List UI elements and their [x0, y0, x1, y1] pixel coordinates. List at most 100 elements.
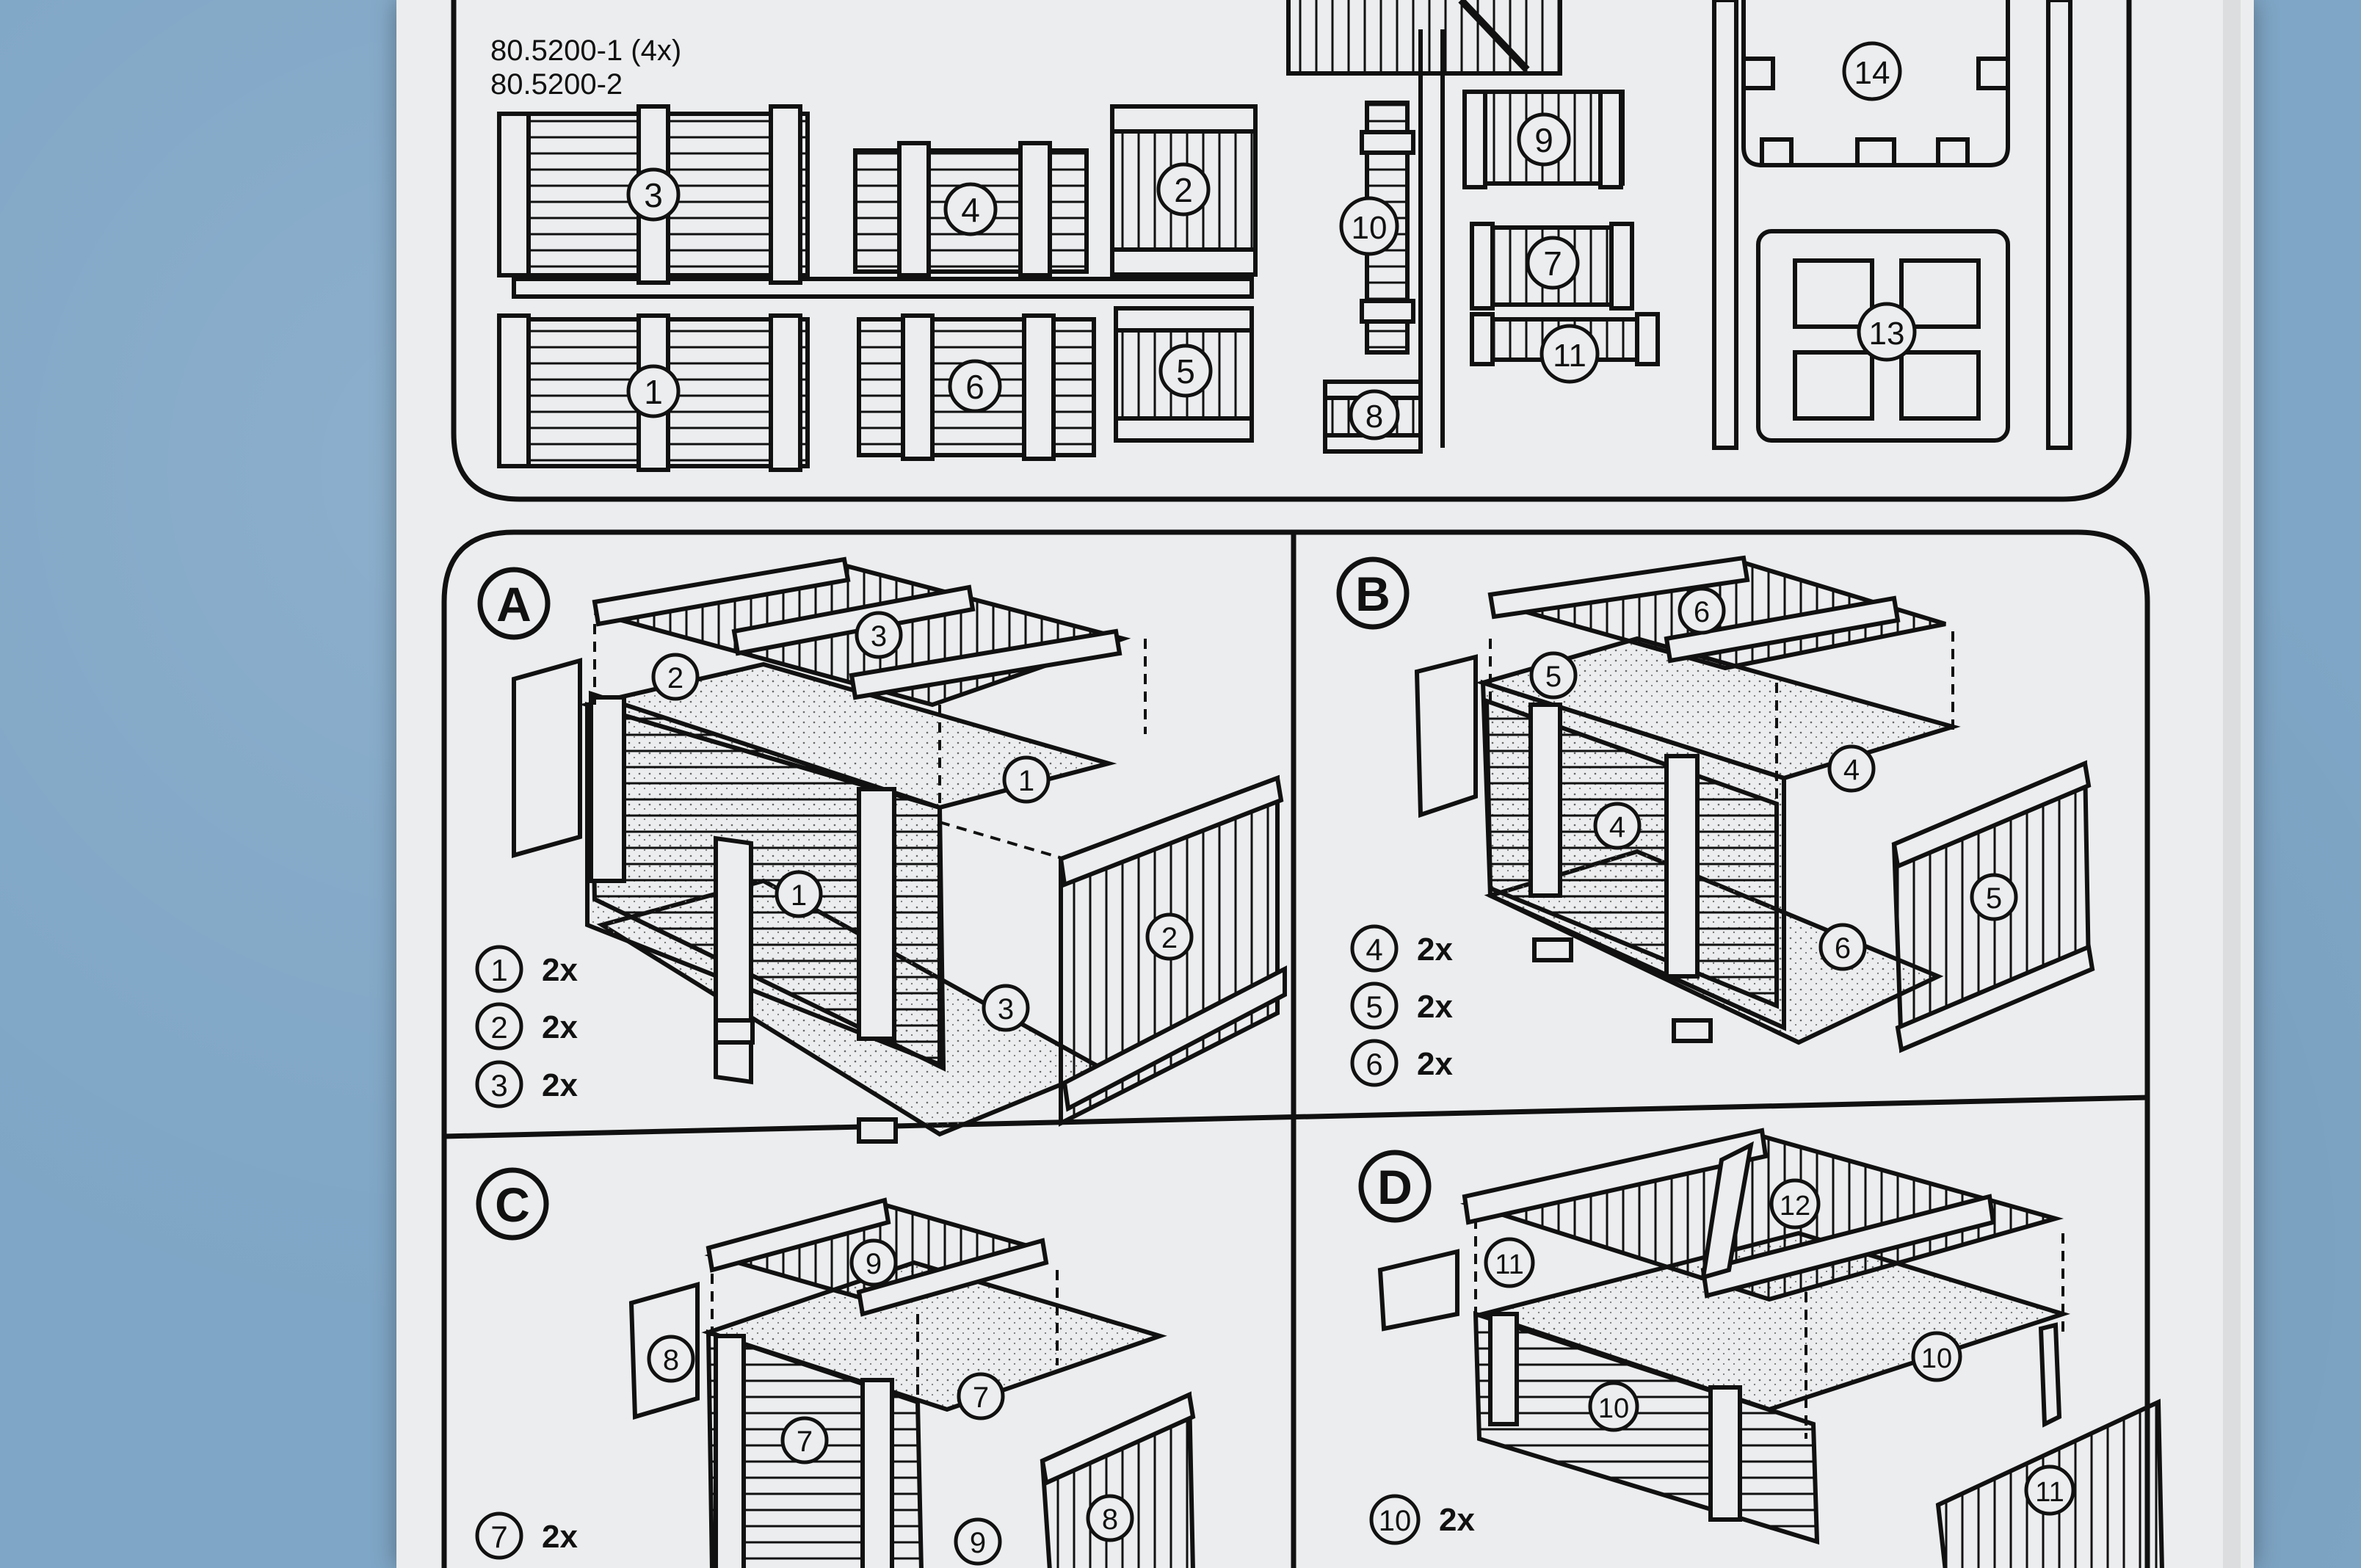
svg-text:6: 6 — [1835, 932, 1851, 965]
svg-text:5: 5 — [1366, 990, 1382, 1024]
step-a-drawing — [512, 556, 1287, 1144]
sprue-label-3: 3 — [626, 167, 681, 222]
step-d-callouts: 12 11 10 10 11 — [1484, 1178, 2075, 1516]
svg-text:2: 2 — [490, 1010, 507, 1045]
quantity-row: 3 2x — [475, 1060, 578, 1108]
sprue-label-6: 6 — [948, 359, 1002, 413]
quantity-row: 6 2x — [1350, 1039, 1453, 1087]
quantity-row: 10 2x — [1369, 1494, 1475, 1545]
callout: 1 — [1002, 755, 1051, 804]
callout: 4 — [1593, 802, 1642, 850]
svg-text:7: 7 — [1543, 244, 1562, 283]
sprue-runners — [512, 0, 2072, 450]
step-b-guides — [1489, 631, 1954, 807]
svg-text:D: D — [1377, 1160, 1412, 1214]
step-d-guides — [1474, 1219, 2064, 1439]
callout: 3 — [982, 984, 1030, 1032]
svg-text:1: 1 — [490, 953, 507, 987]
svg-text:A: A — [496, 577, 532, 631]
svg-text:2x: 2x — [542, 952, 578, 988]
callout: 8 — [647, 1335, 695, 1383]
steps-frame — [441, 529, 2150, 1568]
step-letter-c: C — [476, 1167, 549, 1241]
step-c-guides — [711, 1270, 1059, 1409]
sprue-label-11: 11 — [1539, 324, 1600, 384]
svg-text:2x: 2x — [1417, 932, 1453, 968]
svg-text:7: 7 — [490, 1520, 507, 1554]
svg-text:9: 9 — [866, 1248, 882, 1280]
callout: 10 — [1911, 1331, 1962, 1382]
step-letter-b: B — [1336, 556, 1410, 630]
sheet-edge — [2223, 0, 2241, 1568]
svg-text:3: 3 — [998, 993, 1014, 1026]
callout: 8 — [1086, 1494, 1134, 1542]
quantity-row: 4 2x — [1350, 924, 1453, 973]
callout: 2 — [651, 653, 700, 701]
sprue-label-13: 13 — [1857, 302, 1917, 362]
svg-text:14: 14 — [1854, 55, 1890, 91]
svg-text:8: 8 — [1366, 399, 1383, 435]
quantity-row: 2 2x — [475, 1002, 578, 1050]
callout: 2 — [1145, 912, 1194, 961]
sprue-label-7: 7 — [1526, 236, 1580, 290]
svg-text:5: 5 — [1545, 661, 1562, 693]
svg-text:11: 11 — [2035, 1477, 2064, 1508]
svg-text:5: 5 — [1986, 882, 2002, 915]
svg-text:6: 6 — [965, 368, 984, 406]
svg-text:2x: 2x — [1417, 1046, 1453, 1082]
part-number-2: 80.5200-2 — [490, 68, 623, 101]
step-c-quantities: 7 2x — [475, 1511, 578, 1560]
svg-text:5: 5 — [1176, 352, 1195, 391]
svg-text:2x: 2x — [1439, 1502, 1475, 1538]
svg-text:2x: 2x — [542, 1067, 578, 1103]
svg-text:11: 11 — [1553, 338, 1586, 374]
svg-text:2: 2 — [667, 662, 683, 694]
svg-text:10: 10 — [1352, 210, 1388, 246]
callout: 5 — [1970, 873, 2018, 921]
svg-text:13: 13 — [1869, 316, 1905, 352]
sprue-label-14: 14 — [1842, 41, 1902, 101]
sprue-part-13 — [1756, 229, 2010, 443]
sprue-part-12 — [1286, 0, 1562, 76]
step-c-callouts: 9 8 7 7 8 9 — [647, 1238, 1134, 1566]
sprue-label-5: 5 — [1158, 344, 1213, 398]
callout: 12 — [1769, 1178, 1821, 1230]
callout: 1 — [775, 870, 823, 918]
sprue-label-4: 4 — [943, 182, 998, 236]
svg-text:3: 3 — [871, 620, 887, 653]
sprue-label-1: 1 — [626, 364, 681, 418]
svg-text:6: 6 — [1366, 1047, 1382, 1081]
callout: 10 — [1588, 1381, 1639, 1432]
sprue-frame — [451, 0, 2132, 502]
step-a-callouts: 3 2 1 1 2 3 — [651, 611, 1194, 1032]
svg-text:10: 10 — [1921, 1343, 1952, 1374]
svg-text:4: 4 — [1366, 932, 1382, 967]
svg-text:6: 6 — [1694, 596, 1710, 628]
step-b-drawing — [1414, 555, 2095, 1053]
callout: 5 — [1529, 651, 1578, 700]
svg-text:2: 2 — [1161, 922, 1178, 954]
svg-text:4: 4 — [1609, 811, 1625, 843]
callout: 3 — [855, 611, 903, 659]
svg-text:C: C — [495, 1177, 530, 1232]
sprue-part-6 — [857, 313, 1096, 461]
sprue-label-2: 2 — [1156, 162, 1211, 217]
svg-text:10: 10 — [1598, 1393, 1629, 1424]
quantity-row: 7 2x — [475, 1511, 578, 1560]
svg-text:4: 4 — [1843, 754, 1860, 786]
step-a-guides — [593, 624, 1147, 860]
svg-text:10: 10 — [1379, 1505, 1412, 1537]
callout: 11 — [2024, 1464, 2075, 1516]
callout: 4 — [1827, 744, 1876, 793]
callout: 11 — [1484, 1237, 1535, 1288]
svg-text:1: 1 — [1018, 765, 1034, 797]
svg-text:3: 3 — [644, 176, 663, 214]
step-b-callouts: 6 5 4 4 5 6 — [1529, 587, 2018, 971]
svg-text:4: 4 — [961, 191, 980, 229]
svg-text:2x: 2x — [542, 1519, 578, 1555]
svg-text:3: 3 — [490, 1068, 507, 1103]
svg-text:2x: 2x — [542, 1009, 578, 1045]
callout: 7 — [957, 1372, 1005, 1420]
svg-text:9: 9 — [1534, 121, 1553, 159]
